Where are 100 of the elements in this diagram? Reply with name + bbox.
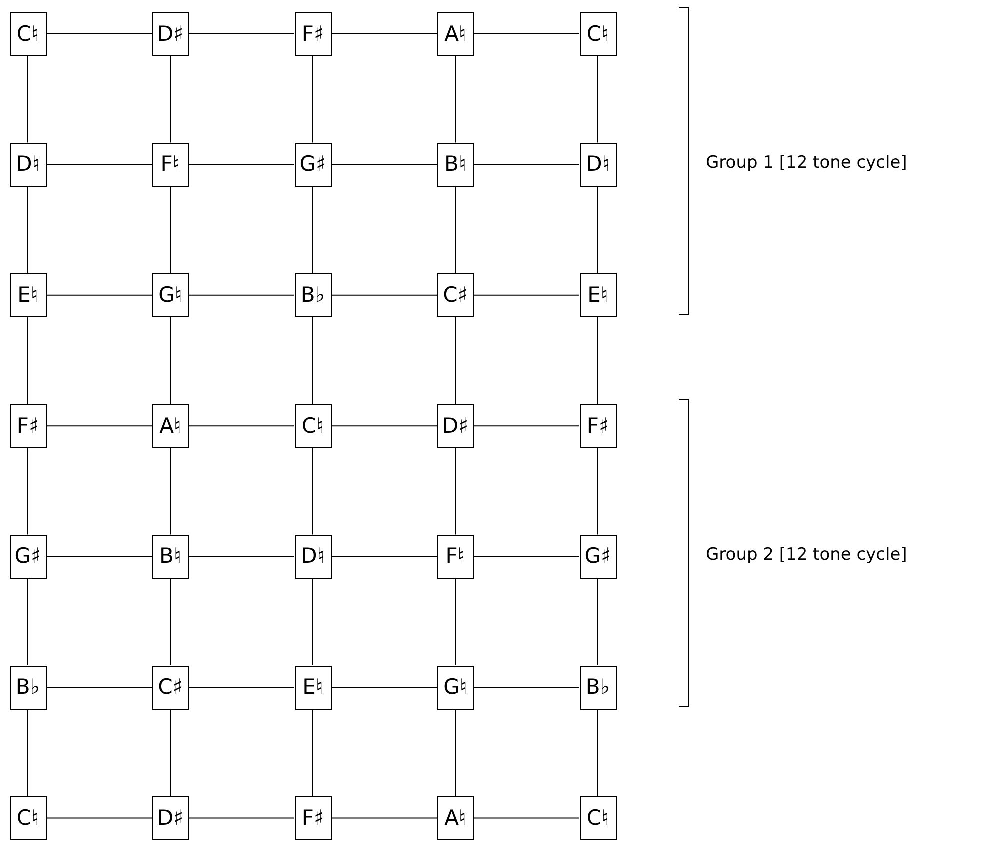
connector-line [170, 709, 171, 797]
connector-line [312, 56, 314, 144]
connector-line [474, 556, 580, 558]
note-box [152, 796, 189, 840]
note-name: C♮ [586, 808, 610, 829]
note-box [437, 534, 474, 579]
note-box [294, 796, 332, 840]
note-name: G♯ [584, 546, 612, 568]
note-name: F♮ [446, 546, 466, 568]
note-box [437, 404, 474, 448]
note-name: D♯ [442, 416, 469, 437]
note-name: F♯ [302, 24, 324, 44]
note-box [10, 666, 46, 710]
note-box [294, 12, 332, 56]
connector-line [474, 818, 580, 819]
note-name: E♮ [588, 284, 608, 306]
connector-line [474, 687, 580, 688]
note-name: G♯ [300, 154, 326, 176]
connector-line [455, 316, 456, 405]
group-label: Group 2 [12 tone cycle] [706, 545, 908, 565]
note-name: D♯ [157, 808, 184, 829]
note-name: B♭ [586, 677, 610, 698]
connector-line [474, 294, 580, 296]
note-box [10, 796, 46, 840]
connector-line [474, 164, 580, 166]
connector-line [331, 818, 438, 819]
note-name: B♭ [300, 284, 326, 306]
note-box [10, 12, 46, 56]
note-name: A♮ [444, 808, 466, 829]
connector-line [455, 578, 456, 666]
note-name: F♯ [302, 808, 324, 829]
connector-line [188, 818, 295, 819]
note-box [580, 796, 616, 840]
note-name: G♯ [14, 546, 42, 568]
note-name: B♭ [16, 677, 40, 698]
note-box [10, 534, 46, 579]
connector-line [312, 578, 314, 666]
connector-line [188, 687, 295, 688]
note-name: D♮ [586, 154, 610, 176]
note-name: D♮ [301, 546, 325, 568]
note-box [10, 142, 46, 187]
connector-line [46, 818, 152, 819]
note-name: C♮ [16, 24, 40, 44]
connector-line [188, 426, 295, 427]
note-box [580, 142, 616, 187]
connector-line [46, 426, 152, 427]
note-box [437, 796, 474, 840]
connector-line [455, 709, 456, 797]
connector-line [188, 556, 295, 558]
note-box [152, 273, 189, 318]
connector-line [170, 186, 171, 274]
note-box [294, 534, 332, 579]
note-name: F♯ [16, 416, 40, 437]
note-box [294, 142, 332, 187]
connector-line [170, 316, 171, 405]
note-box [152, 666, 189, 710]
connector-line [455, 448, 456, 536]
note-box [580, 12, 616, 56]
note-box [10, 404, 46, 448]
note-name: F♮ [160, 154, 180, 176]
note-name: G♮ [158, 284, 182, 306]
connector-line [46, 294, 152, 296]
note-name: D♯ [157, 24, 184, 44]
connector-line [331, 164, 438, 166]
note-name: C♯ [443, 284, 468, 306]
note-name: G♮ [444, 677, 468, 698]
note-box [580, 273, 616, 318]
note-name: F♯ [586, 416, 610, 437]
note-box [152, 534, 189, 579]
note-box [580, 404, 616, 448]
note-name: B♮ [444, 154, 466, 176]
note-box [294, 273, 332, 318]
note-box [580, 534, 616, 579]
connector-line [170, 56, 171, 144]
note-box [437, 12, 474, 56]
connector-line [312, 186, 314, 274]
group-label: Group 1 [12 tone cycle] [706, 153, 908, 173]
note-box [437, 666, 474, 710]
note-name: D♮ [16, 154, 40, 176]
connector-line [170, 448, 171, 536]
connector-line [331, 556, 438, 558]
note-name: C♮ [586, 24, 610, 44]
note-box [152, 142, 189, 187]
connector-line [455, 56, 456, 144]
connector-line [455, 186, 456, 274]
connector-line [188, 164, 295, 166]
note-name: A♮ [444, 24, 466, 44]
connector-line [312, 448, 314, 536]
connector-line [312, 316, 314, 405]
note-box [437, 273, 474, 318]
note-name: E♮ [302, 677, 324, 698]
note-box [294, 404, 332, 448]
connector-line [331, 294, 438, 296]
note-name: B♮ [160, 546, 182, 568]
note-box [152, 12, 189, 56]
connector-line [331, 687, 438, 688]
note-box [152, 404, 189, 448]
note-name: C♮ [16, 808, 40, 829]
connector-line [46, 556, 152, 558]
note-box [580, 666, 616, 710]
